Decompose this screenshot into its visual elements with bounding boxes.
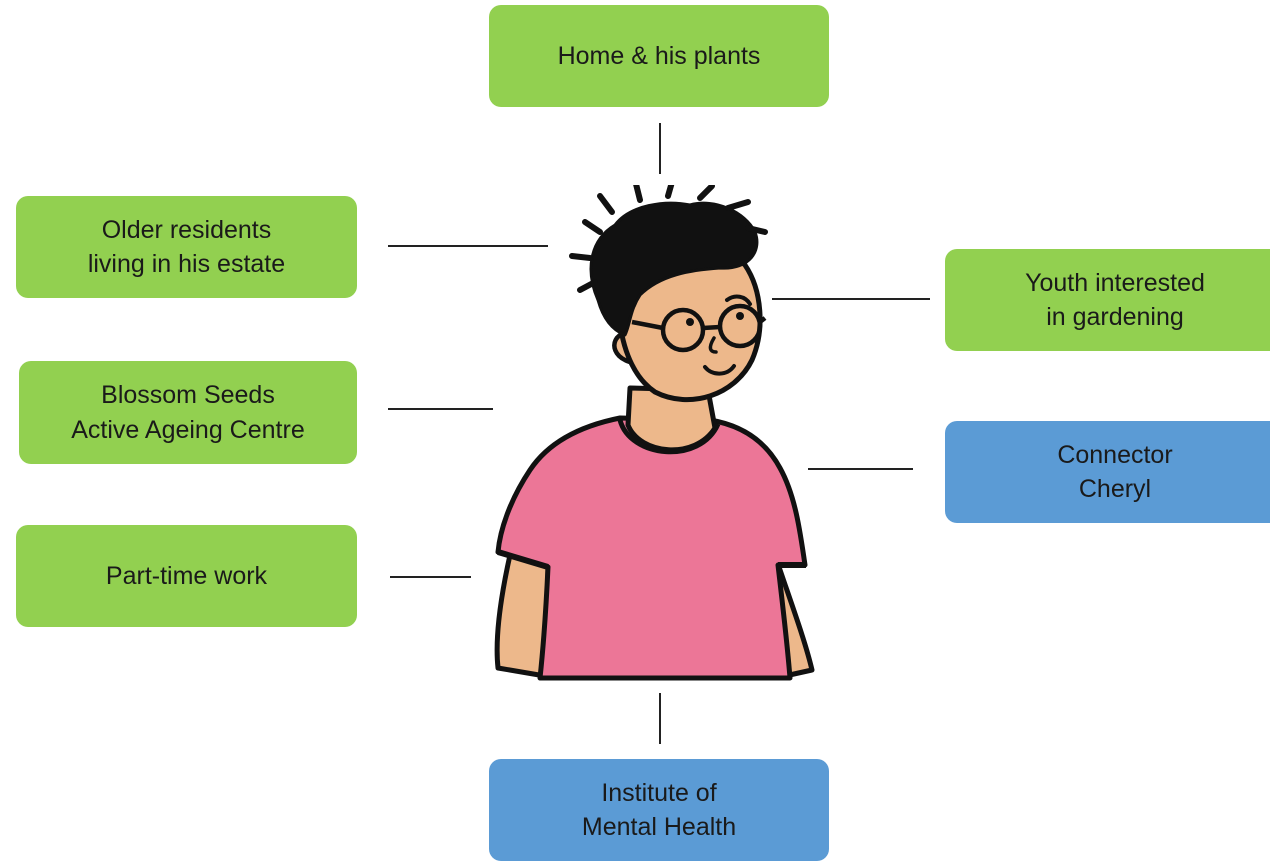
node-label-line: Mental Health bbox=[581, 813, 737, 841]
node-part-time-work: Part-time work bbox=[16, 525, 357, 627]
left-eye bbox=[686, 318, 694, 326]
collar bbox=[617, 419, 721, 455]
eyebrow bbox=[725, 294, 752, 306]
glasses bbox=[631, 303, 767, 353]
node-label-line: Cheryl bbox=[1078, 475, 1152, 503]
node-label-line: Blossom Seeds bbox=[101, 381, 275, 409]
node-label-line: living in his estate bbox=[87, 250, 286, 278]
node-label-line: Youth interested bbox=[1025, 268, 1205, 297]
node-institute-mental-health: Institute of Mental Health bbox=[489, 759, 829, 861]
shirt bbox=[495, 415, 808, 681]
node-connector-cheryl: Connector Cheryl bbox=[945, 421, 1270, 523]
right-eye bbox=[736, 312, 744, 320]
connector-line-home bbox=[659, 123, 661, 174]
connector-line-part-time bbox=[390, 576, 471, 578]
connector-line-youth bbox=[772, 298, 930, 300]
person-illustration bbox=[494, 185, 815, 681]
smile bbox=[703, 364, 736, 376]
node-youth-gardening: Youth interested in gardening bbox=[945, 249, 1270, 351]
connector-line-connector bbox=[808, 468, 913, 470]
node-label-line: Older residents bbox=[101, 215, 272, 244]
node-label-line: Connector bbox=[1057, 440, 1173, 469]
connector-line-blossom bbox=[388, 408, 493, 410]
connector-line-imh bbox=[659, 693, 661, 744]
node-label-line: Institute of bbox=[601, 778, 717, 807]
node-older-residents: Older residents living in his estate bbox=[16, 196, 357, 298]
sleeve-hem-left bbox=[497, 549, 549, 570]
node-label-line: in gardening bbox=[1046, 303, 1184, 331]
node-label-line: Part-time work bbox=[105, 561, 268, 590]
node-label-line: Active Ageing Centre bbox=[71, 415, 305, 444]
node-blossom-seeds: Blossom Seeds Active Ageing Centre bbox=[19, 361, 357, 464]
node-label-line: Home & his plants bbox=[557, 41, 761, 70]
nose bbox=[708, 336, 718, 354]
connector-line-older-residents bbox=[388, 245, 548, 247]
node-home-plants: Home & his plants bbox=[489, 5, 829, 107]
hair bbox=[569, 185, 768, 337]
